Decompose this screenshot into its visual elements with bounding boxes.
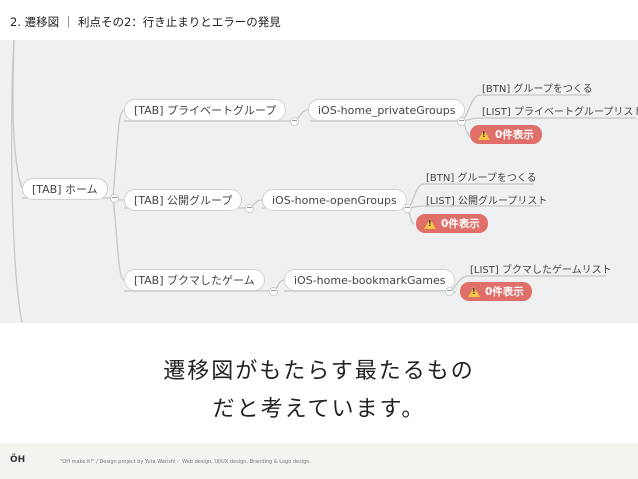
slide-title: 2. 遷移図 ｜ 利点その2：行き止まりとエラーの発見 — [10, 15, 281, 29]
collapse-toggle-open[interactable]: − — [245, 203, 254, 213]
collapse-toggle-bookmark-screen[interactable]: − — [445, 286, 454, 296]
leaf-open-group-list[interactable]: [LIST] 公開グループリスト — [426, 196, 548, 207]
root-node-label: [TAB] ホーム — [32, 183, 98, 196]
collapse-toggle-open-screen[interactable]: − — [403, 203, 412, 213]
screen-node-label: iOS-home-bookmarkGames — [294, 273, 446, 287]
mind-map: [TAB] ホーム [TAB] プライベートグループ iOS-home_priv… — [0, 40, 638, 323]
warning-icon — [424, 218, 436, 229]
footer-credit: "OH make it!" / Design project by Yuta W… — [60, 459, 312, 465]
badge-label: 0件表示 — [441, 218, 480, 230]
tab-node-open-groups[interactable]: [TAB] 公開グループ — [124, 189, 243, 211]
warning-icon — [478, 129, 490, 140]
root-node-home[interactable]: [TAB] ホーム — [22, 178, 108, 200]
slide-footer: ÖH "OH make it!" / Design project by Yut… — [0, 443, 638, 479]
tab-node-bookmarked-games[interactable]: [TAB] ブクマしたゲーム — [124, 269, 265, 291]
tab-node-label: [TAB] ブクマしたゲーム — [134, 274, 255, 287]
tab-node-label: [TAB] 公開グループ — [134, 194, 233, 207]
empty-state-badge-3[interactable]: 0件表示 — [460, 282, 532, 301]
collapse-toggle-bookmark[interactable]: − — [269, 286, 278, 296]
warning-icon — [468, 286, 480, 297]
empty-state-badge-2[interactable]: 0件表示 — [416, 214, 488, 233]
collapse-toggle-root[interactable]: − — [110, 193, 119, 203]
caption-line-1: 遷移図がもたらす最たるもの — [163, 359, 475, 384]
tab-node-private-groups[interactable]: [TAB] プライベートグループ — [124, 99, 287, 121]
caption-line-2: だと考えています。 — [212, 397, 426, 422]
slide-header: 2. 遷移図 ｜ 利点その2：行き止まりとエラーの発見 — [0, 0, 638, 40]
leaf-create-group-btn-1[interactable]: [BTN] グループをつくる — [482, 84, 593, 95]
screen-node-private-groups[interactable]: iOS-home_privateGroups — [308, 99, 466, 121]
screen-node-label: iOS-home_privateGroups — [318, 103, 456, 117]
badge-label: 0件表示 — [485, 286, 524, 298]
badge-label: 0件表示 — [495, 129, 534, 141]
screen-node-bookmark-games[interactable]: iOS-home-bookmarkGames — [284, 269, 456, 291]
leaf-private-group-list[interactable]: [LIST] プライベートグループリスト — [482, 107, 638, 118]
caption-area: 遷移図がもたらす最たるもの だと考えています。 — [0, 323, 638, 443]
collapse-toggle-private[interactable]: − — [290, 116, 299, 126]
empty-state-badge-1[interactable]: 0件表示 — [470, 125, 542, 144]
oh-logo: ÖH — [10, 455, 26, 465]
tab-node-label: [TAB] プライベートグループ — [134, 104, 277, 117]
leaf-bookmarked-game-list[interactable]: [LIST] ブクマしたゲームリスト — [470, 265, 612, 276]
collapse-toggle-private-screen[interactable]: − — [457, 116, 466, 126]
screen-node-label: iOS-home-openGroups — [272, 193, 397, 207]
leaf-create-group-btn-2[interactable]: [BTN] グループをつくる — [426, 173, 537, 184]
screen-node-open-groups[interactable]: iOS-home-openGroups — [262, 189, 407, 211]
